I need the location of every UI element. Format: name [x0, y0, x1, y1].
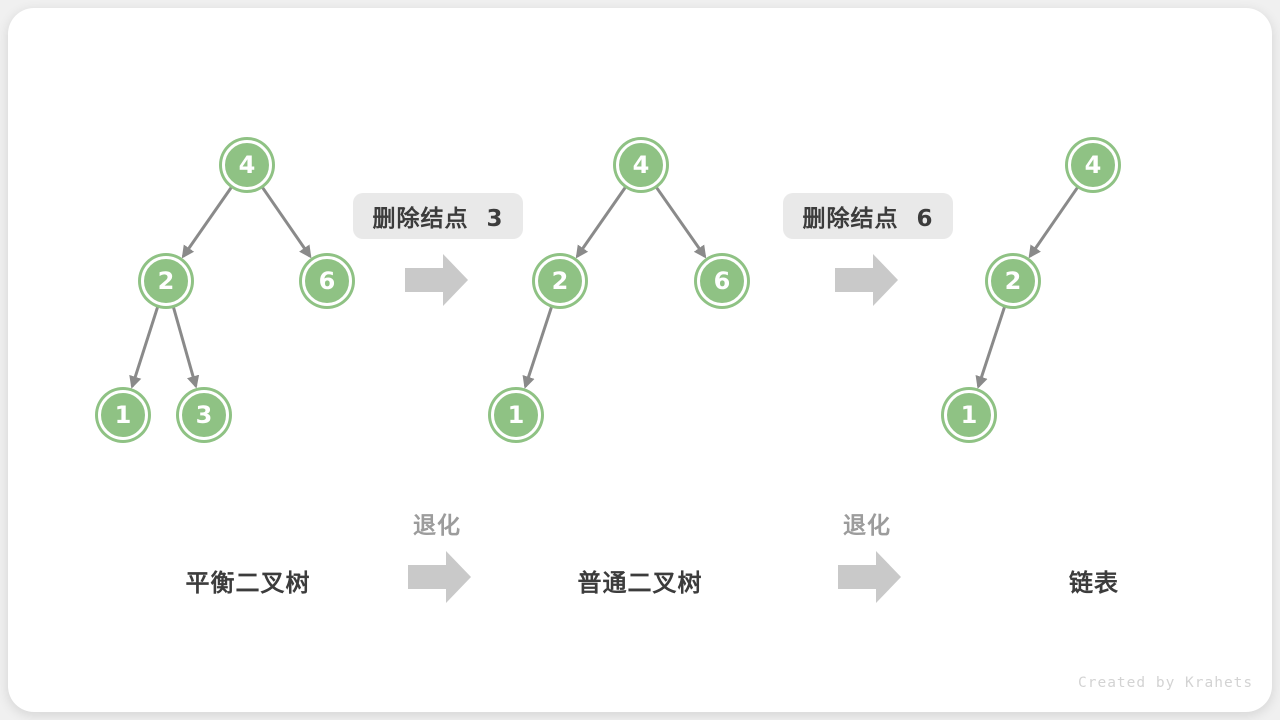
tree2-node-1: 1 — [491, 390, 541, 440]
tree1-node-4: 4 — [222, 140, 272, 190]
tree1-node-6: 6 — [302, 256, 352, 306]
watermark: Created by Krahets — [1078, 675, 1254, 691]
stage-label-balanced-tree: 平衡二叉树 — [185, 569, 311, 597]
tree1-node-2: 2 — [141, 256, 191, 306]
step1-label: 删除结点 3 — [353, 193, 523, 239]
stage-label-linked-list: 链表 — [1069, 569, 1119, 597]
degrade1-label: 退化 — [413, 513, 461, 539]
tree2-node-6: 6 — [697, 256, 747, 306]
step2-label: 删除结点 6 — [783, 193, 953, 239]
tree1-node-1: 1 — [98, 390, 148, 440]
tree3-node-2: 2 — [988, 256, 1038, 306]
tree2-node-4: 4 — [616, 140, 666, 190]
tree3-node-1: 1 — [944, 390, 994, 440]
tree1-node-3: 3 — [179, 390, 229, 440]
diagram-card — [8, 8, 1272, 712]
tree3-node-4: 4 — [1068, 140, 1118, 190]
tree2-node-2: 2 — [535, 256, 585, 306]
degrade2-label: 退化 — [843, 513, 891, 539]
stage-label-ordinary-tree: 普通二叉树 — [577, 569, 703, 597]
